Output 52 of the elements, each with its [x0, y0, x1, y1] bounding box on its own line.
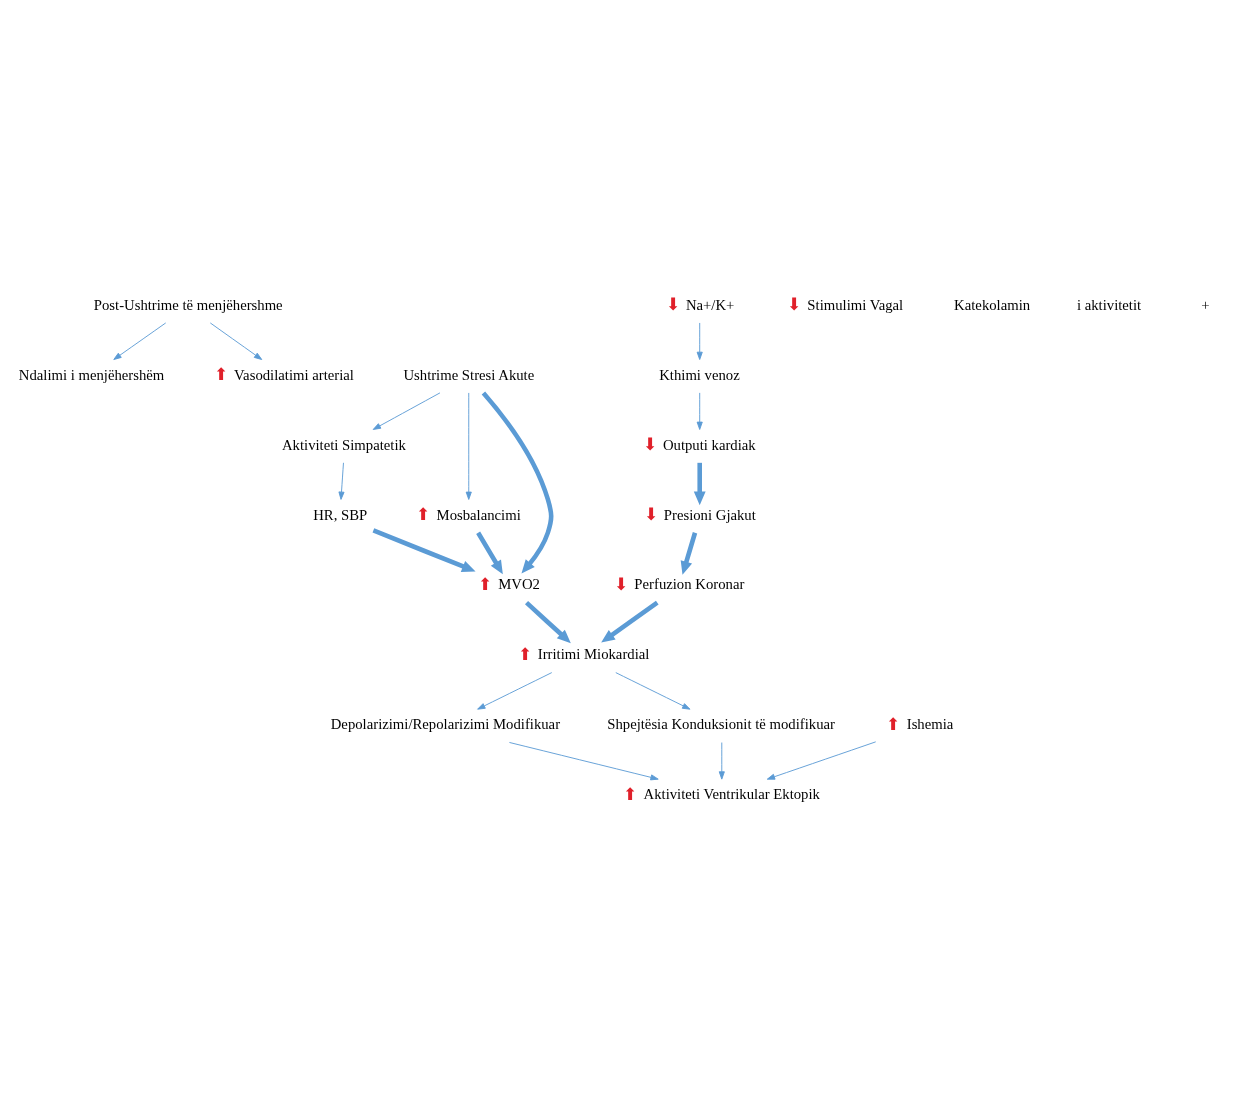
node-text: Post-Ushtrime të menjëhershme: [93, 296, 283, 313]
label: Katekolamin: [954, 296, 1031, 313]
arrow: [766, 741, 877, 780]
arrow: [209, 322, 263, 360]
arrow: [481, 391, 554, 574]
arrow: [476, 531, 503, 575]
node-text: Ushtrime Stresi Akute: [403, 366, 535, 383]
node-label: ⬆: [213, 365, 228, 385]
node-text: Vasodilatimi arterial: [234, 366, 354, 383]
arrow: [338, 462, 345, 500]
node-text: Irritimi Miokardial: [537, 646, 650, 663]
node-text: Shpejtësia Konduksionit të modifikuar: [607, 716, 835, 733]
arrow: [718, 742, 725, 780]
arrow: [601, 600, 659, 643]
arrow: [113, 322, 167, 360]
node-text: Aktiviteti Simpatetik: [281, 436, 406, 453]
arrow: [615, 672, 691, 710]
node-label: ⬆: [416, 505, 431, 525]
arrow: [508, 742, 659, 781]
node-label: ⬇: [642, 435, 657, 455]
node-text: Mosbalancimi: [436, 506, 521, 523]
node-text: HR, SBP: [313, 506, 368, 523]
node-text: Outputi kardiak: [662, 436, 756, 453]
node-text: Depolarizimi/Repolarizimi Modifikuar: [330, 716, 561, 733]
node-label: ⬇: [787, 295, 802, 315]
label: +: [1201, 296, 1210, 313]
node-label: ⬇: [614, 575, 629, 595]
arrow: [696, 322, 703, 360]
node-label: ⬆: [477, 575, 492, 595]
node-text: MVO2: [498, 576, 540, 593]
node-label: ⬇: [643, 505, 658, 525]
node-label: ⬆: [623, 784, 638, 804]
arrow: [477, 672, 553, 710]
node-text: Aktiviteti Ventrikular Ektopik: [643, 786, 820, 803]
node-text: Ndalimi i menjëhershëm: [18, 366, 165, 383]
node-text: Ishemia: [906, 716, 954, 733]
arrow: [696, 392, 703, 430]
node-label: ⬇: [665, 295, 680, 315]
node-text: Na+/K+: [685, 296, 735, 313]
node-label: ⬆: [886, 714, 901, 734]
node-text: Kthimi venoz: [659, 366, 740, 383]
arrow: [372, 528, 476, 572]
node-label: ⬆: [517, 644, 532, 664]
arrow: [465, 392, 472, 500]
arrow: [372, 392, 441, 430]
arrow: [524, 600, 571, 644]
node-text: Stimulimi Vagal: [807, 296, 904, 313]
arrow: [680, 532, 698, 575]
node-text: Presioni Gjakut: [663, 506, 756, 523]
node-text: Perfuzion Koronar: [634, 576, 745, 593]
arrow: [693, 462, 706, 506]
label: i aktivitetit: [1076, 296, 1142, 313]
